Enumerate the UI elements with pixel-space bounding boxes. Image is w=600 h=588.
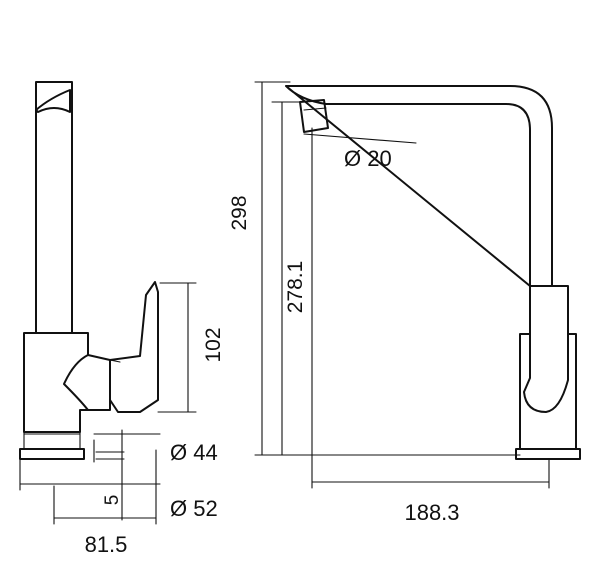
side-spout-tube [35, 81, 73, 334]
front-outlet [299, 99, 329, 133]
dim-20-leader [303, 133, 417, 144]
label-outlet-diameter: Ø 20 [344, 146, 392, 171]
label-base-thickness: 5 [102, 495, 123, 506]
front-outlet-ring [303, 107, 327, 111]
label-spout-reach: 188.3 [404, 500, 459, 525]
label-handle-height: 102 [202, 327, 225, 362]
side-body [23, 332, 111, 433]
side-lever-handle [109, 281, 159, 413]
label-side-depth: 81.5 [85, 532, 128, 557]
label-total-height: 298 [228, 195, 251, 230]
front-spout [285, 85, 553, 287]
side-outlet-cap [35, 89, 71, 113]
side-view: 102 5 Ø 44 Ø 52 81.5 [19, 81, 225, 557]
front-base-plate [515, 448, 581, 460]
label-base-diameter-outer: Ø 52 [170, 496, 218, 521]
side-base-plate [19, 448, 85, 460]
side-lever-joint [109, 359, 121, 363]
label-base-diameter-inner: Ø 44 [170, 440, 218, 465]
front-lever [523, 285, 569, 413]
side-lever [63, 354, 89, 411]
front-view: 298 278.1 Ø 20 188.3 [228, 81, 581, 525]
label-spout-height: 278.1 [284, 261, 307, 314]
